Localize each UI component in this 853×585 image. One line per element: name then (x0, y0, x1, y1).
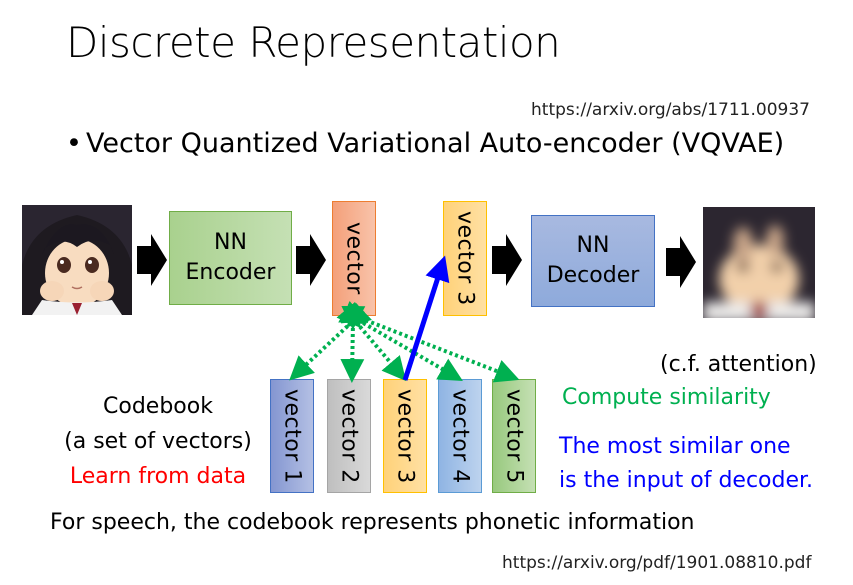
bullet-text: Vector Quantized Variational Auto-encode… (86, 128, 785, 159)
codebook-vector-label: vector 2 (336, 388, 362, 484)
speech-note: For speech, the codebook represents phon… (50, 510, 695, 535)
codebook-vector-label: vector 5 (501, 388, 527, 484)
codebook-vector-3: vector 3 (383, 379, 427, 493)
similarity-arrow-2 (340, 305, 366, 383)
nn-encoder-box: NN Encoder (169, 211, 292, 305)
anime-face-icon (22, 205, 132, 315)
codebook-vector-label: vector 1 (279, 388, 305, 484)
similarity-arrow-3 (336, 302, 407, 382)
selected-vector-label: vector 3 (452, 211, 478, 306)
flow-arrow-icon (492, 234, 522, 286)
codebook-subtitle: (a set of vectors) (64, 429, 252, 454)
codebook-vector-4: vector 4 (438, 379, 482, 493)
encoded-vector-box: vector (332, 201, 376, 316)
bullet-marker: • (66, 128, 82, 159)
most-similar-note: The most similar one is the input of dec… (559, 430, 813, 498)
codebook-vector-5: vector 5 (492, 379, 536, 493)
encoder-label-line2: Encoder (185, 260, 276, 285)
flow-arrow-icon (137, 234, 167, 286)
codebook-vector-2: vector 2 (327, 379, 371, 493)
similarity-arrow-5 (340, 301, 520, 383)
similarity-arrow-1 (289, 302, 372, 381)
most-similar-line2: is the input of decoder. (559, 468, 814, 493)
selection-arrow (402, 255, 450, 381)
similarity-arrow-4 (338, 301, 463, 382)
reference-link-speech[interactable]: https://arxiv.org/pdf/1901.08810.pdf (502, 553, 812, 573)
cf-attention-note: (c.f. attention) (660, 352, 817, 377)
most-similar-line1: The most similar one (559, 434, 791, 459)
input-image (22, 205, 132, 315)
codebook-title: Codebook (103, 394, 213, 419)
codebook-vector-1: vector 1 (270, 379, 314, 493)
compute-similarity-note: Compute similarity (562, 385, 771, 410)
reference-link-vqvae[interactable]: https://arxiv.org/abs/1711.00937 (531, 100, 810, 120)
slide-title: Discrete Representation (66, 18, 561, 67)
selected-vector-box: vector 3 (443, 201, 487, 316)
codebook-vector-label: vector 4 (447, 388, 473, 484)
decoder-label-line1: NN (576, 233, 610, 259)
codebook-learn-note: Learn from data (69, 464, 247, 489)
encoded-vector-label: vector (341, 222, 367, 295)
blurry-face-icon (703, 207, 815, 318)
codebook-vector-label: vector 3 (392, 388, 418, 484)
bullet-point: •Vector Quantized Variational Auto-encod… (66, 128, 784, 159)
encoder-label-line1: NN (214, 230, 247, 256)
decoder-label-line2: Decoder (546, 263, 640, 288)
flow-arrow-icon (666, 236, 696, 288)
flow-arrow-icon (296, 234, 326, 286)
output-image (703, 207, 815, 318)
nn-decoder-box: NN Decoder (531, 215, 655, 307)
codebook-caption: Codebook (a set of vectors) Learn from d… (58, 389, 258, 494)
